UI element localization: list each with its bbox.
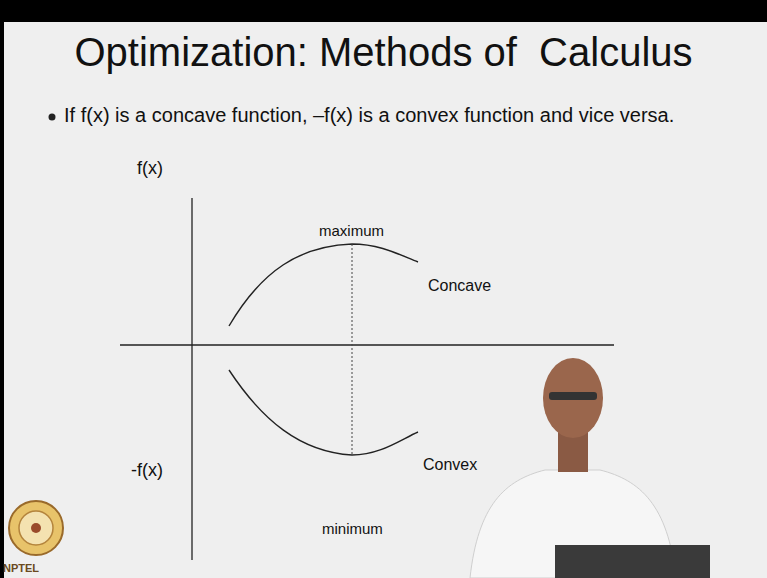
convex-curve <box>229 370 418 455</box>
bullet-dot <box>49 114 56 121</box>
concave-label: Concave <box>428 276 491 295</box>
maximum-label: maximum <box>319 222 384 240</box>
dotted-guide <box>352 244 353 455</box>
convex-label: Convex <box>423 455 477 474</box>
y-axis <box>191 198 192 560</box>
concave-curve <box>229 244 418 326</box>
nptel-logo <box>9 501 63 555</box>
x-axis <box>120 344 614 345</box>
minimum-label: minimum <box>322 520 383 538</box>
axis-label: f(x) <box>137 158 163 180</box>
watermark: NPTEL <box>3 562 39 575</box>
axis-label: -f(x) <box>131 460 163 482</box>
slide-title: Optimization: Methods of Calculus <box>0 28 767 76</box>
presenter-photo <box>470 358 710 578</box>
bullet-text: If f(x) is a concave function, –f(x) is … <box>64 103 704 127</box>
